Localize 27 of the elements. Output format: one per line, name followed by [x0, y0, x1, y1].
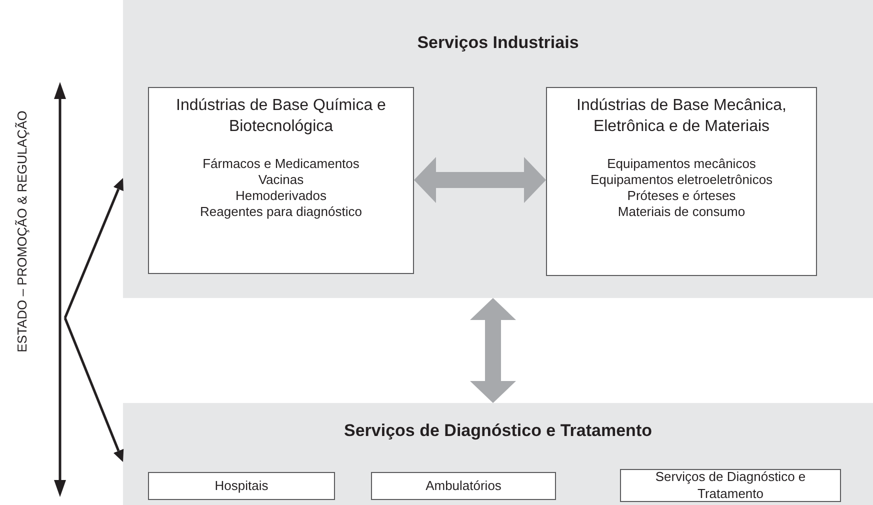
section-title: Serviços Industriais: [416, 33, 580, 53]
list-item: Fármacos e Medicamentos: [202, 156, 360, 172]
service-box: [620, 469, 841, 502]
double-arrow: [470, 298, 516, 403]
list-item: Próteses e órteses: [627, 188, 736, 204]
service-box: [371, 472, 556, 500]
list-item: Reagentes para diagnóstico: [200, 204, 362, 221]
arrow: [64, 178, 124, 318]
double-arrow: [414, 157, 546, 203]
box-heading: Indústrias de Base Química e Biotecnológica: [175, 96, 387, 137]
section-title: Serviços de Diagnóstico e Tratamento: [343, 421, 653, 441]
arrow: [64, 318, 124, 462]
vertical-label: ESTADO – PROMOÇÃO & REGULAÇÃO: [14, 110, 30, 352]
list-item: Equipamentos mecânicos: [607, 156, 756, 172]
list-item: Materiais de consumo: [618, 204, 746, 221]
category-box: [546, 87, 817, 276]
box-label: Ambulatórios: [424, 478, 502, 494]
box-heading: Indústrias de Base Mecânica, Eletrônica e de Materiais: [576, 96, 788, 137]
list-item: Hemoderivados: [235, 188, 327, 204]
box-label: Serviços de Diagnóstico e Tratamento: [654, 469, 807, 502]
box-label: Hospitais: [214, 478, 270, 494]
section-band: [123, 0, 873, 298]
service-box: [148, 472, 335, 500]
list-item: Equipamentos eletroeletrônicos: [590, 172, 773, 188]
list-item: Vacinas: [258, 172, 304, 188]
section-band: [123, 403, 873, 505]
category-box: [148, 87, 414, 274]
